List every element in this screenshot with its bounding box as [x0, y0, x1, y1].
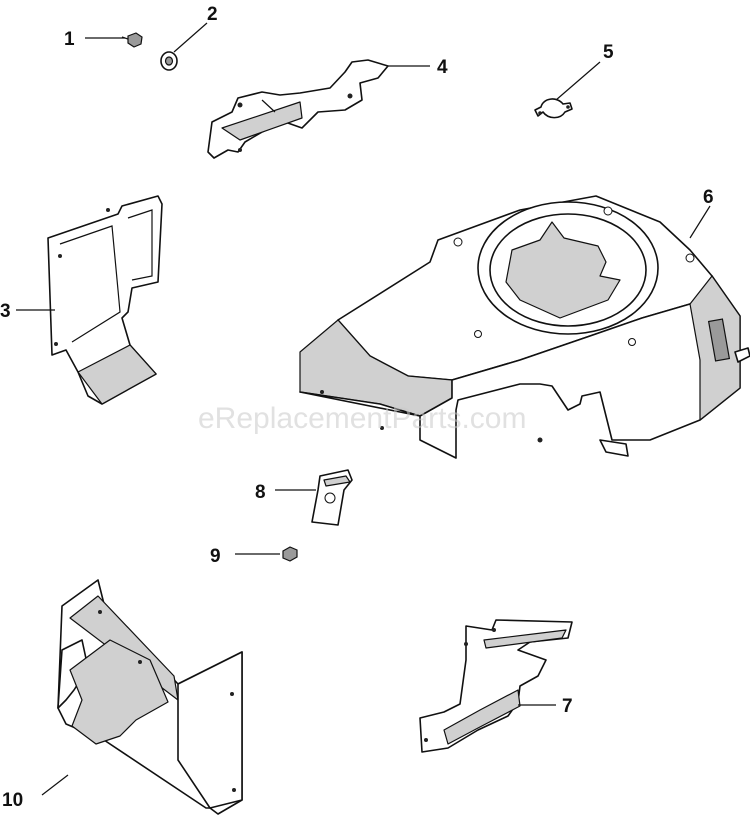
- part-3-side-baffle: [47, 195, 163, 405]
- callout-3: 3: [0, 301, 11, 322]
- leader-2: [173, 22, 208, 53]
- callout-10: 10: [2, 790, 23, 811]
- callout-9: 9: [210, 546, 221, 567]
- part-2-washer: [160, 51, 178, 71]
- part-10-lower-shroud: [57, 579, 243, 815]
- part-1-screw: [121, 32, 143, 48]
- part-6-blower-housing: [299, 195, 750, 459]
- part-9-screw: [282, 546, 298, 562]
- leader-6: [689, 205, 711, 239]
- part-8-clip: [311, 469, 353, 526]
- callout-6: 6: [703, 187, 714, 208]
- part-4-baffle-bracket: [207, 59, 389, 159]
- leader-5: [555, 61, 601, 101]
- callout-2: 2: [207, 4, 218, 25]
- callout-7: 7: [562, 696, 573, 717]
- part-7-lower-baffle: [419, 619, 573, 753]
- leader-10: [41, 774, 69, 796]
- callout-5: 5: [603, 42, 614, 63]
- callout-8: 8: [255, 482, 266, 503]
- callout-1: 1: [64, 29, 75, 50]
- part-5-clamp: [534, 98, 573, 119]
- callout-4: 4: [437, 57, 448, 78]
- watermark-text: eReplacementParts.com: [198, 402, 526, 435]
